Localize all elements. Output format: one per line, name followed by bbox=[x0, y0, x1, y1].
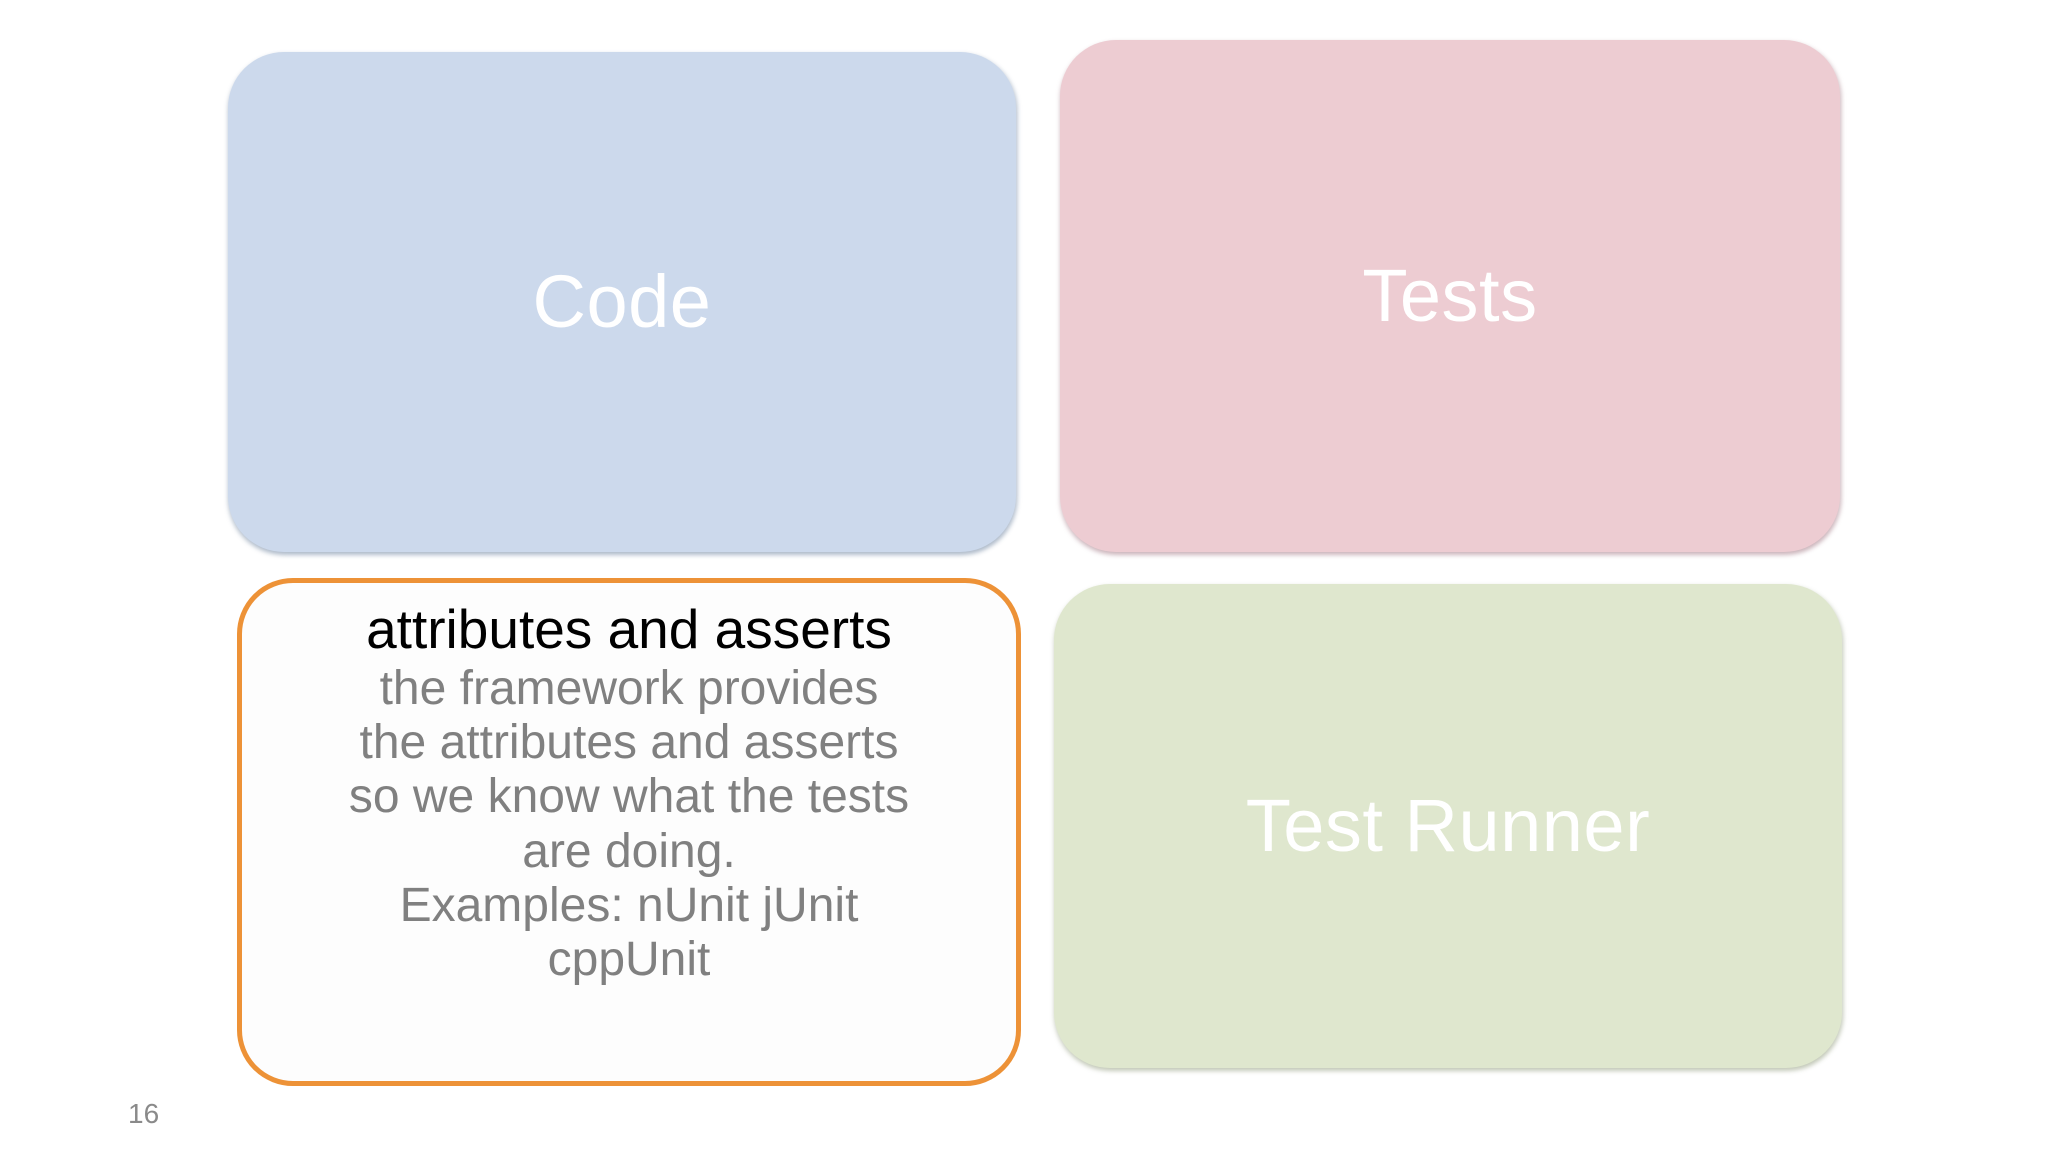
callout-body-line: are doing. bbox=[522, 824, 736, 878]
tests-panel[interactable]: Tests bbox=[1060, 40, 1840, 552]
test-runner-panel[interactable]: Test Runner bbox=[1054, 584, 1842, 1068]
attributes-and-asserts-callout[interactable]: attributes and asserts the framework pro… bbox=[237, 578, 1021, 1086]
tests-panel-label: Tests bbox=[1362, 254, 1538, 338]
callout-body-line: the framework provides bbox=[379, 661, 879, 715]
callout-body-line: cppUnit bbox=[547, 933, 711, 987]
callout-body-line: so we know what the tests bbox=[348, 770, 910, 824]
code-panel-label: Code bbox=[532, 260, 712, 344]
callout-body-line: the attributes and asserts bbox=[359, 716, 899, 770]
code-panel[interactable]: Code bbox=[228, 52, 1016, 552]
page-number: 16 bbox=[128, 1098, 160, 1129]
callout-body-line: Examples: nUnit jUnit bbox=[399, 878, 859, 932]
callout-heading: attributes and asserts bbox=[366, 598, 892, 660]
test-runner-panel-label: Test Runner bbox=[1245, 784, 1651, 868]
